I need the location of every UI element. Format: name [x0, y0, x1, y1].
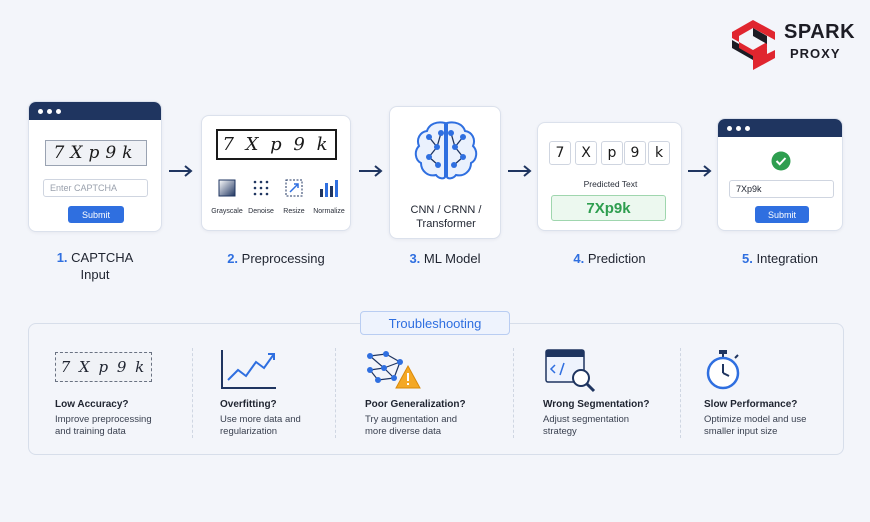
submit-button[interactable]: Submit — [68, 206, 124, 223]
troubleshooting-panel — [28, 323, 844, 455]
normalize-icon — [320, 180, 338, 197]
step-5-label: 5. Integration — [742, 251, 818, 266]
prediction-card: 7 X p 9 k Predicted Text 7Xp9k — [537, 122, 682, 231]
predicted-char: X — [575, 141, 597, 165]
captcha-input-card: 7Xp9k Enter CAPTCHA Submit — [28, 101, 162, 232]
trouble-title-wrong-segmentation: Wrong Segmentation? — [543, 399, 650, 410]
op-denoise-label: Denoise — [248, 208, 274, 215]
captcha-image: 7Xp9k — [45, 140, 147, 166]
grayscale-icon — [218, 179, 236, 197]
preprocessed-captcha: 7 X p 9 k — [216, 129, 337, 160]
trouble-title-low-accuracy: Low Accuracy? — [55, 399, 129, 410]
check-circle-icon — [771, 151, 791, 171]
trouble-title-poor-generalization: Poor Generalization? — [365, 399, 466, 410]
op-resize-label: Resize — [283, 208, 305, 215]
trouble-desc-low-accuracy: Improve preprocessing and training data — [55, 414, 152, 437]
trouble-title-slow-performance: Slow Performance? — [704, 399, 798, 410]
captcha-answer-input[interactable]: Enter CAPTCHA — [43, 179, 148, 197]
ml-model-card: CNN / CRNN /Transformer — [389, 106, 501, 239]
trend-chart-icon — [221, 350, 276, 389]
trouble-desc-wrong-segmentation: Adjust segmentation strategy — [543, 414, 630, 437]
spark-logo-icon — [732, 20, 775, 70]
step-4-label: 4. Prediction — [573, 251, 646, 266]
trouble-desc-slow-performance: Optimize model and use smaller input siz… — [704, 414, 807, 437]
integration-card: 7Xp9k Submit — [717, 118, 843, 231]
integration-submit-button[interactable]: Submit — [755, 206, 809, 223]
predicted-char: p — [601, 141, 623, 165]
stopwatch-icon — [706, 350, 740, 390]
predicted-char: k — [648, 141, 670, 165]
arrow-right-icon — [688, 165, 712, 177]
resize-icon — [285, 179, 303, 197]
brand-line1: SPARK — [784, 21, 856, 43]
captcha-image-icon: 7 X p 9 k — [55, 352, 152, 382]
trouble-title-overfitting: Overfitting? — [220, 399, 277, 410]
arrow-right-icon — [508, 165, 532, 177]
preprocessing-card: 7 X p 9 k Grayscale Denoise Resize Norma… — [201, 115, 351, 231]
predicted-text-result: 7Xp9k — [551, 195, 666, 221]
integration-input[interactable]: 7Xp9k — [729, 180, 834, 198]
op-normalize-label: Normalize — [313, 208, 345, 215]
spark-proxy-logo: SPARK PROXY — [728, 18, 858, 72]
brand-line2: PROXY — [790, 46, 841, 61]
arrow-right-icon — [359, 165, 383, 177]
step-2-label: 2. Preprocessing — [227, 251, 325, 266]
predicted-char: 7 — [549, 141, 571, 165]
trouble-desc-poor-generalization: Try augmentation and more diverse data — [365, 414, 458, 437]
predicted-char: 9 — [624, 141, 646, 165]
window-titlebar — [29, 102, 161, 120]
op-grayscale-label: Grayscale — [211, 208, 243, 215]
step-3-label: 3. ML Model — [409, 251, 481, 266]
troubleshooting-title: Troubleshooting — [360, 311, 510, 335]
step-1-label: 1. CAPTCHA Input — [56, 250, 134, 282]
brain-network-icon — [414, 121, 478, 180]
arrow-right-icon — [169, 165, 193, 177]
model-name: CNN / CRNN /Transformer — [410, 204, 482, 230]
denoise-icon — [253, 180, 269, 196]
code-search-icon — [545, 349, 596, 393]
trouble-desc-overfitting: Use more data and regularization — [220, 414, 301, 437]
window-titlebar — [718, 119, 842, 137]
predicted-text-label: Predicted Text — [583, 179, 638, 189]
network-warning-icon — [367, 351, 421, 389]
